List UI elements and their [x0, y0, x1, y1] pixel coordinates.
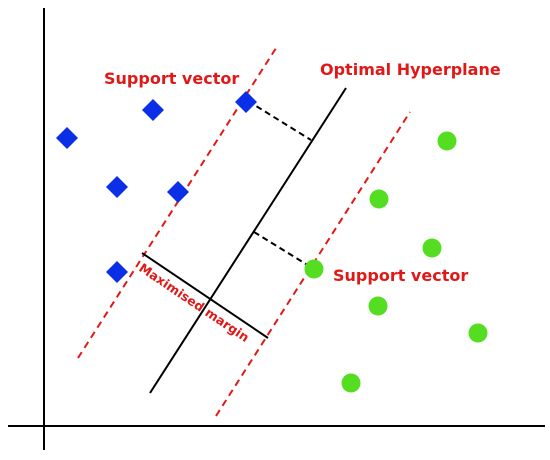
optimal-hyperplane-label: Optimal Hyperplane: [320, 60, 501, 79]
top-distance-line: [247, 100, 312, 141]
circle-point: [437, 131, 457, 151]
circle-point: [468, 323, 488, 343]
diamond-point: [106, 261, 128, 283]
diamond-point: [142, 99, 164, 121]
circle-point: [422, 238, 442, 258]
support-vector-distances: [247, 100, 315, 270]
diamond-point: [106, 176, 128, 198]
support-vector-label-bottom: Support vector: [333, 266, 468, 285]
axes: [8, 8, 545, 450]
class-a-points: [56, 91, 257, 283]
support-vector-label-top: Support vector: [104, 69, 239, 88]
maximised-margin-segment: [141, 252, 269, 339]
circle-point: [341, 373, 361, 393]
circle-point: [368, 296, 388, 316]
circle-point: [369, 189, 389, 209]
optimal-hyperplane-line: [149, 87, 347, 394]
bottom-distance-line: [253, 231, 315, 270]
diamond-point: [167, 181, 189, 203]
diamond-point: [235, 91, 257, 113]
diamond-point: [56, 127, 78, 149]
class-b-points: [304, 131, 488, 393]
circle-point: [304, 259, 324, 279]
maximised-margin-label: Maximised margin: [136, 260, 252, 345]
